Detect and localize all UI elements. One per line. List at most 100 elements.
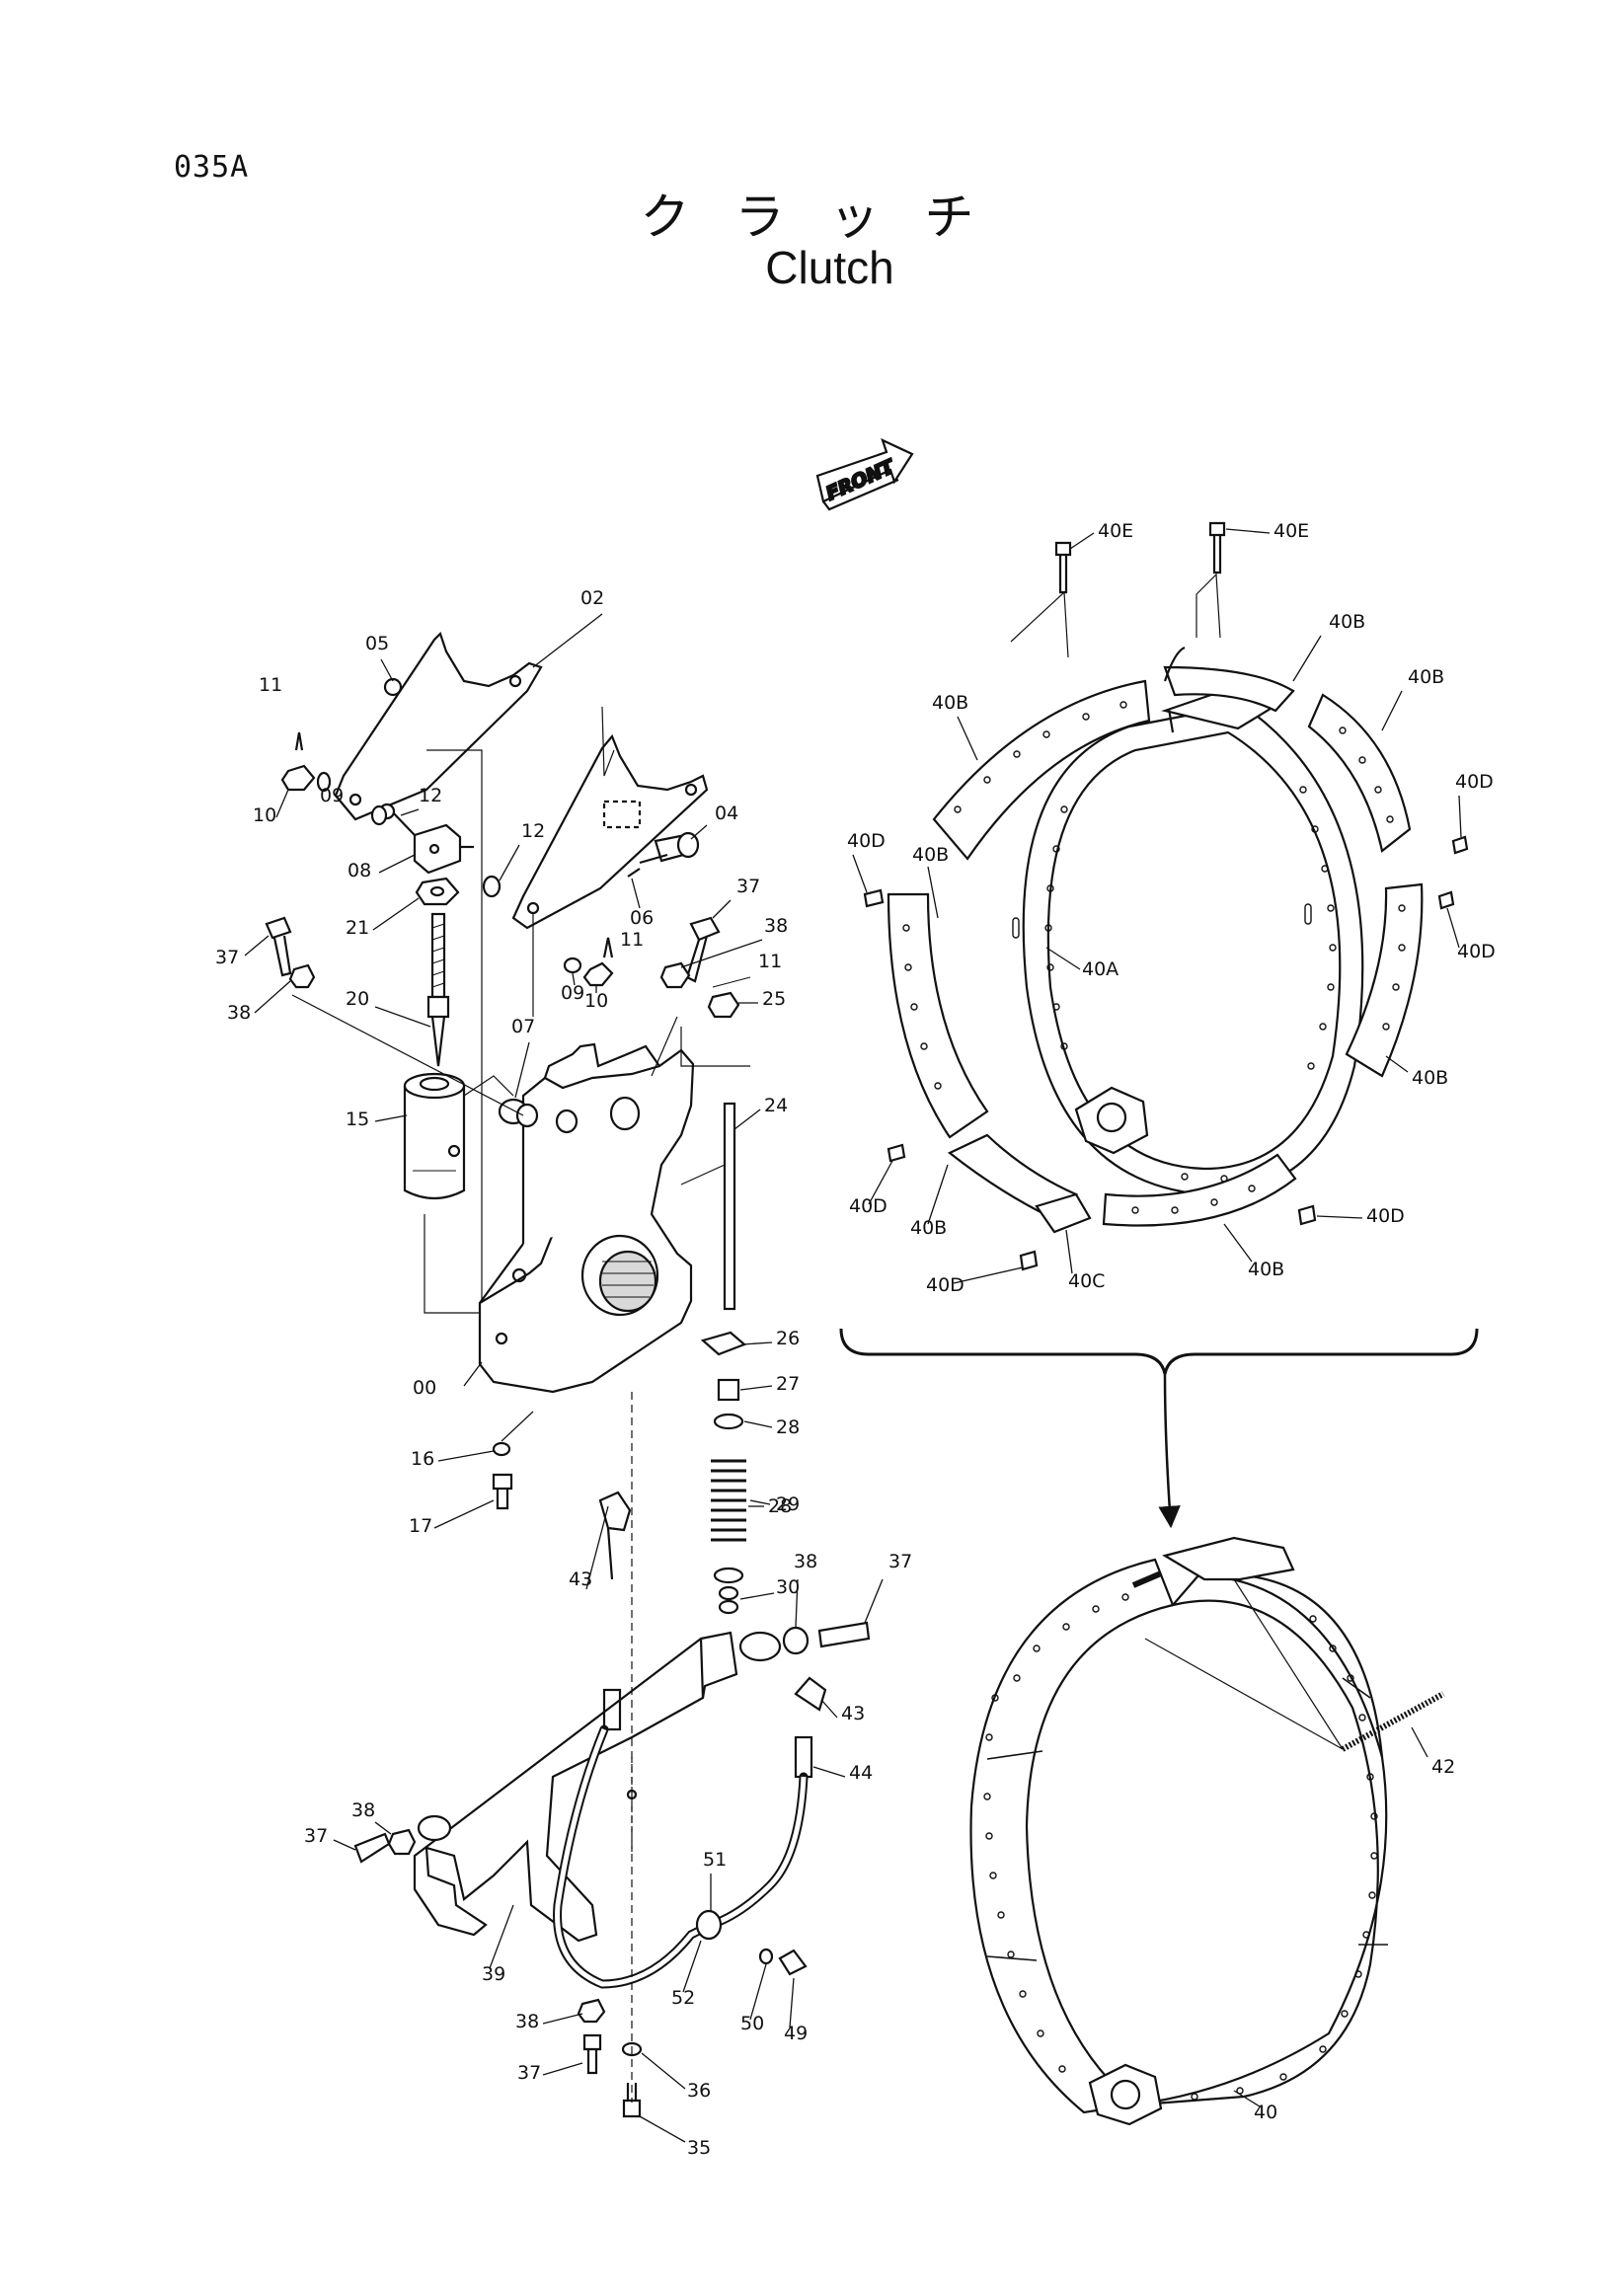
leader-line — [489, 1904, 514, 1969]
part-label: 40 — [1254, 2102, 1277, 2123]
part-label: 29 — [776, 1493, 800, 1515]
spring-assembly — [700, 1331, 747, 1615]
leader-line — [499, 844, 520, 881]
leader-line — [433, 1499, 495, 1529]
leader-line — [585, 1505, 609, 1590]
leader-line — [743, 1420, 773, 1428]
bolt-37-mid — [685, 916, 721, 983]
part-label: 37 — [215, 947, 239, 968]
leader-line — [1411, 1726, 1428, 1758]
nut-10 — [280, 764, 316, 792]
part-label: 40E — [1273, 520, 1309, 542]
leader-line — [1223, 1223, 1253, 1263]
part-label: 27 — [776, 1373, 800, 1395]
part-label: 40E — [1098, 520, 1133, 542]
part-label: 15 — [346, 1109, 369, 1130]
leader-line — [795, 1578, 799, 1628]
part-label: 37 — [517, 2062, 541, 2084]
leader-line — [1458, 795, 1462, 838]
leader-line — [712, 899, 732, 919]
leader-line — [372, 897, 420, 931]
part-label: 30 — [776, 1576, 800, 1598]
leader-line — [682, 1940, 702, 1993]
leader-line — [542, 2013, 583, 2025]
washer-09 — [316, 771, 332, 793]
part-label: 50 — [740, 2013, 764, 2034]
leader-line — [680, 939, 763, 968]
part-label: 09 — [320, 785, 344, 806]
leader-line — [333, 1839, 356, 1851]
washer-05 — [383, 677, 403, 697]
adjust-stud — [426, 912, 450, 1067]
leader-line — [864, 1578, 884, 1624]
part-label: 40B — [1248, 1259, 1284, 1280]
part-label: 11 — [620, 929, 644, 951]
part-label: 40D — [1457, 941, 1496, 962]
part-label: 43 — [569, 1569, 592, 1590]
brake-cylinder — [403, 1072, 466, 1200]
part-label: 44 — [849, 1762, 873, 1784]
nut-21 — [415, 877, 460, 906]
part-label: 40D — [1366, 1205, 1405, 1227]
leader-line — [953, 1266, 1024, 1284]
part-label: 52 — [671, 1987, 695, 2009]
part-label: 00 — [413, 1377, 436, 1399]
part-label: 37 — [304, 1825, 328, 1847]
leader-line — [1233, 2090, 1261, 2107]
part-label: 40D — [849, 1195, 887, 1217]
part-label: 08 — [347, 860, 371, 881]
leader-line — [927, 866, 939, 919]
part-label: 49 — [784, 2023, 808, 2044]
part-label: 40B — [1329, 611, 1365, 633]
leader-line — [378, 854, 416, 874]
part-label: 37 — [888, 1551, 912, 1572]
part-label: 11 — [758, 951, 782, 972]
part-label: 12 — [419, 785, 442, 806]
leader-line — [789, 1977, 795, 2028]
leader-line — [374, 1821, 392, 1835]
bolt-37-right — [817, 1621, 871, 1648]
leader-line — [1381, 690, 1403, 731]
part-label: 42 — [1431, 1756, 1455, 1778]
assembly-arrow-icon — [1158, 1373, 1181, 1529]
part-label: 07 — [511, 1016, 535, 1037]
pivot-pin — [639, 831, 700, 865]
part-label: 40D — [926, 1274, 964, 1296]
part-label: 10 — [253, 804, 276, 826]
part-label: 40B — [910, 1217, 947, 1239]
part-label: 43 — [841, 1703, 865, 1724]
part-label: 21 — [346, 917, 369, 939]
brake-band-exploded — [863, 521, 1469, 1271]
leader-line — [1292, 635, 1322, 682]
leader-line — [1316, 1215, 1363, 1219]
part-label: 12 — [521, 820, 545, 842]
leader-line — [631, 878, 641, 909]
part-label: 17 — [409, 1515, 432, 1537]
part-label: 05 — [365, 633, 389, 654]
mounting-bracket-lower — [511, 733, 709, 930]
part-label: 51 — [703, 1849, 727, 1871]
part-label: 24 — [764, 1095, 788, 1116]
leader-line — [1385, 1055, 1409, 1073]
leader-line — [852, 854, 868, 893]
brake-band-assembled — [969, 1536, 1445, 2126]
part-label: 06 — [630, 907, 654, 929]
part-label: 09 — [561, 982, 584, 1004]
label-leader-lines — [244, 528, 1462, 2143]
part-label: 40B — [1412, 1067, 1448, 1089]
leader-line — [927, 1164, 949, 1225]
part-label: 25 — [762, 988, 786, 1010]
leader-line — [957, 716, 978, 761]
leader-line — [1045, 947, 1081, 970]
part-label: 10 — [584, 990, 608, 1012]
part-number-labels: 0002040506070809091010111111121215161720… — [215, 520, 1496, 2159]
leader-line — [254, 980, 291, 1014]
clutch-lever — [413, 1631, 782, 1943]
part-label: 40D — [1455, 771, 1494, 793]
part-label: 40D — [847, 830, 886, 852]
part-label: 38 — [227, 1002, 251, 1024]
part-label: 40A — [1082, 958, 1119, 980]
page-code: 035A — [174, 150, 250, 185]
